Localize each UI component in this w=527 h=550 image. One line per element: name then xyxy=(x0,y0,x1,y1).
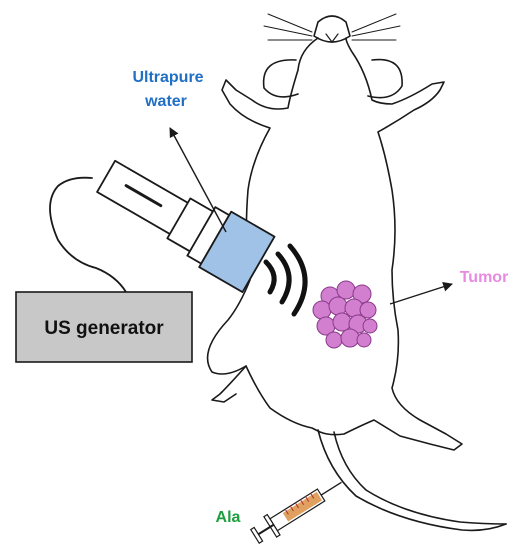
probe-cable xyxy=(49,176,127,293)
tumor-arrow xyxy=(389,282,453,305)
mouse-right-ear xyxy=(367,58,403,99)
ultrapure-water-label-line2: water xyxy=(144,93,187,110)
us-generator-label: US generator xyxy=(44,318,164,339)
tumor-cell-cluster-icon xyxy=(312,280,378,349)
mouse-outline-icon xyxy=(206,13,507,532)
us-generator: US generator xyxy=(15,291,193,363)
annotation-arrows xyxy=(169,127,453,305)
tumor-label: Tumor xyxy=(460,269,509,286)
mouse-body xyxy=(206,37,463,451)
mouse-left-ear xyxy=(262,59,299,98)
ultrapure-water-label-line1: Ultrapure xyxy=(132,69,203,86)
syringe-icon xyxy=(249,481,342,544)
mouse-nose xyxy=(313,15,351,43)
us-generator-box xyxy=(15,291,193,363)
water-arrow xyxy=(169,127,227,233)
mouse-tail xyxy=(317,429,507,532)
ultrasound-waves-icon xyxy=(263,243,308,317)
ultrasound-transducer-icon xyxy=(49,159,276,293)
ala-label: Ala xyxy=(216,509,241,526)
probe-water-head xyxy=(198,210,276,293)
whiskers xyxy=(263,13,401,41)
